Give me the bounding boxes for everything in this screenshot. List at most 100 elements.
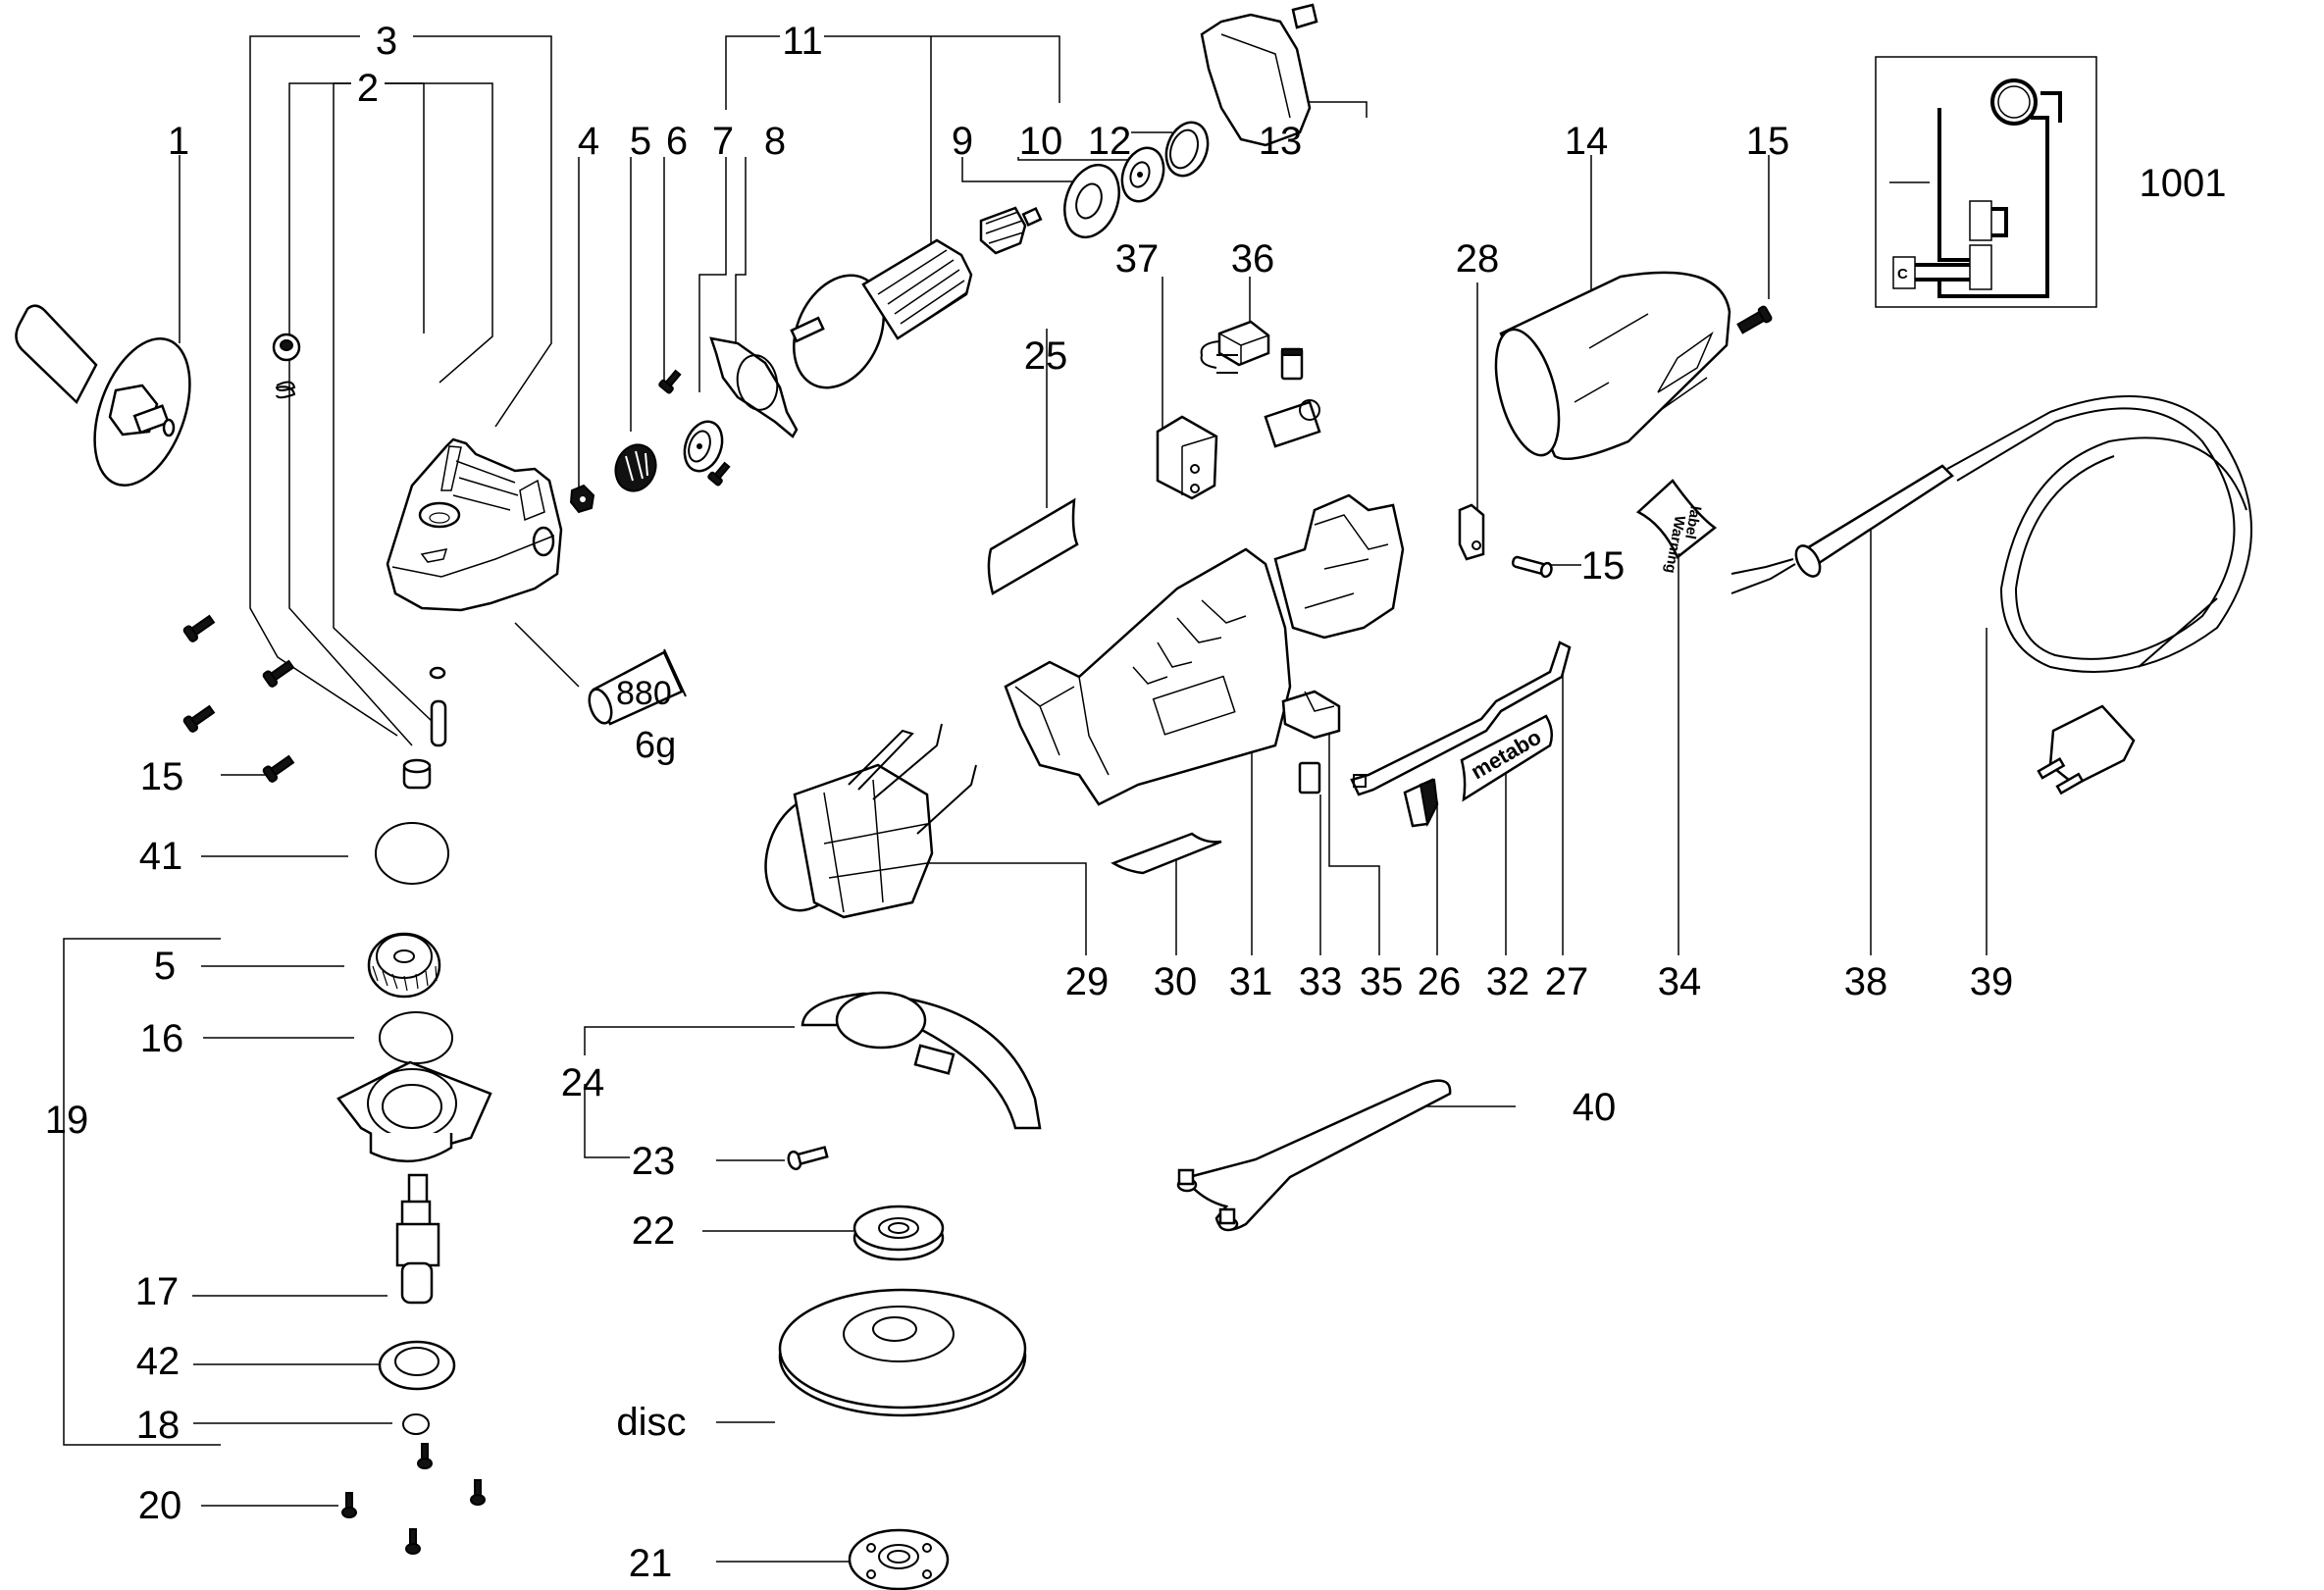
capacitor-label: C bbox=[1897, 266, 1908, 282]
label-3: 3 bbox=[376, 20, 397, 63]
label-7: 7 bbox=[712, 120, 734, 163]
part-8-bearing-plate[interactable] bbox=[709, 336, 799, 438]
label-24: 24 bbox=[561, 1061, 605, 1104]
part-3-gear-housing[interactable] bbox=[386, 437, 563, 612]
part-13-fan-baffle[interactable] bbox=[1200, 3, 1318, 147]
leader-10 bbox=[1017, 157, 1143, 161]
label-36: 36 bbox=[1231, 237, 1275, 281]
label-18: 18 bbox=[136, 1404, 181, 1447]
grease-amount: 6g bbox=[635, 725, 676, 766]
label-21: 21 bbox=[629, 1542, 673, 1585]
label-33: 33 bbox=[1299, 960, 1343, 1003]
part-10-bearing[interactable] bbox=[1115, 142, 1171, 207]
part-16-o-ring[interactable] bbox=[379, 1011, 453, 1064]
part-pin[interactable] bbox=[430, 699, 447, 747]
part-21-clamping-nut[interactable] bbox=[848, 1528, 950, 1590]
leader-13 bbox=[1305, 101, 1368, 118]
leader-9 bbox=[961, 157, 1099, 182]
label-28: 28 bbox=[1456, 237, 1500, 281]
part-brush-holder[interactable] bbox=[1264, 399, 1321, 448]
part-4-nut[interactable] bbox=[569, 484, 595, 514]
part-24-wheel-guard[interactable] bbox=[800, 991, 1042, 1130]
label-32: 32 bbox=[1486, 960, 1530, 1003]
label-15-left: 15 bbox=[140, 755, 184, 798]
part-6-screw[interactable] bbox=[658, 368, 683, 394]
part-pin-oring[interactable] bbox=[429, 666, 446, 680]
label-39: 39 bbox=[1970, 960, 2014, 1003]
label-34: 34 bbox=[1658, 960, 1702, 1003]
part-37-switch[interactable] bbox=[1156, 415, 1218, 500]
label-23: 23 bbox=[632, 1140, 676, 1183]
part-31-motor-housing[interactable] bbox=[1004, 493, 1405, 806]
label-31: 31 bbox=[1229, 960, 1273, 1003]
part-29-field-coil[interactable] bbox=[750, 723, 977, 923]
part-2-bearing[interactable] bbox=[272, 333, 301, 362]
part-34-warning-label[interactable]: Warning label bbox=[1635, 479, 1718, 575]
part-7-screw[interactable] bbox=[707, 460, 732, 487]
label-1: 1 bbox=[168, 120, 189, 163]
part-36-capacitor[interactable] bbox=[1200, 320, 1270, 374]
leader-29 bbox=[912, 862, 1087, 955]
label-2: 2 bbox=[357, 67, 379, 110]
part-23-screw[interactable] bbox=[787, 1144, 829, 1171]
part-2-spring[interactable] bbox=[275, 381, 296, 399]
label-10: 10 bbox=[1019, 120, 1063, 163]
label-disc: disc bbox=[616, 1401, 686, 1444]
warning-label-line2: label bbox=[1681, 504, 1704, 540]
part-15-screws-left[interactable] bbox=[182, 613, 295, 783]
part-30-label[interactable] bbox=[1110, 832, 1222, 875]
part-15-screw-mid[interactable] bbox=[1511, 554, 1553, 579]
part-41-o-ring[interactable] bbox=[375, 822, 449, 885]
leader-8 bbox=[735, 157, 747, 343]
part-20-screws[interactable] bbox=[341, 1443, 486, 1555]
part-bushing[interactable] bbox=[402, 758, 432, 790]
part-17-spindle[interactable] bbox=[395, 1173, 440, 1305]
part-42-seal-washer[interactable] bbox=[378, 1340, 456, 1391]
part-15-screw-top[interactable] bbox=[1736, 305, 1773, 335]
grease-code: 880 bbox=[616, 675, 672, 712]
part-18-ring[interactable] bbox=[402, 1413, 430, 1435]
label-42: 42 bbox=[136, 1340, 181, 1383]
leader-24-up bbox=[584, 1026, 795, 1055]
label-38: 38 bbox=[1844, 960, 1888, 1003]
part-5-bevel-gear[interactable] bbox=[367, 932, 441, 999]
part-35-switch-cap[interactable] bbox=[1281, 690, 1341, 740]
part-40-pin-wrench[interactable] bbox=[1176, 1079, 1452, 1232]
part-39-power-cord[interactable] bbox=[1946, 395, 2252, 795]
bracket-2 bbox=[288, 82, 493, 746]
part-7-bearing[interactable] bbox=[678, 416, 729, 476]
part-26-switch-knob[interactable] bbox=[1403, 778, 1439, 828]
callout-labels: 1 2 3 4 5 6 7 8 9 10 11 12 13 14 15 15 1… bbox=[45, 20, 2227, 1585]
label-4: 4 bbox=[578, 120, 599, 163]
label-11: 11 bbox=[782, 20, 823, 63]
part-25-label[interactable] bbox=[987, 497, 1079, 595]
part-38-cord-guard[interactable] bbox=[1730, 464, 1954, 594]
part-11-armature[interactable] bbox=[777, 206, 1043, 402]
part-14-rear-cover[interactable] bbox=[1484, 271, 1731, 462]
label-40: 40 bbox=[1573, 1086, 1617, 1129]
grinding-disc[interactable] bbox=[778, 1288, 1027, 1417]
part-12-bearing-ring[interactable] bbox=[1160, 117, 1215, 181]
bracket-19 bbox=[63, 938, 221, 1446]
part-1-side-handle[interactable] bbox=[15, 304, 208, 498]
bracket-3 bbox=[249, 35, 552, 737]
part-27-switch-slider[interactable] bbox=[1350, 641, 1572, 796]
label-41: 41 bbox=[139, 835, 183, 878]
label-26: 26 bbox=[1418, 960, 1462, 1003]
leader-grease bbox=[514, 622, 580, 688]
leader-7 bbox=[698, 157, 727, 392]
label-5: 5 bbox=[630, 120, 651, 163]
part-bearing-flange[interactable] bbox=[336, 1060, 492, 1163]
part-33-brush[interactable] bbox=[1298, 761, 1321, 795]
part-22-inner-flange[interactable] bbox=[852, 1205, 945, 1261]
part-9-bearing-seat[interactable] bbox=[1056, 157, 1129, 244]
part-5-pinion[interactable] bbox=[609, 439, 662, 497]
label-14: 14 bbox=[1565, 120, 1609, 163]
label-15-mid: 15 bbox=[1581, 544, 1626, 588]
bracket-11 bbox=[725, 35, 1060, 245]
part-28-clip[interactable] bbox=[1458, 503, 1485, 561]
part-1001-wiring-diagram: C bbox=[1875, 56, 2097, 308]
label-30: 30 bbox=[1154, 960, 1198, 1003]
part-carbon-brush[interactable] bbox=[1280, 347, 1304, 381]
label-17: 17 bbox=[135, 1270, 180, 1313]
